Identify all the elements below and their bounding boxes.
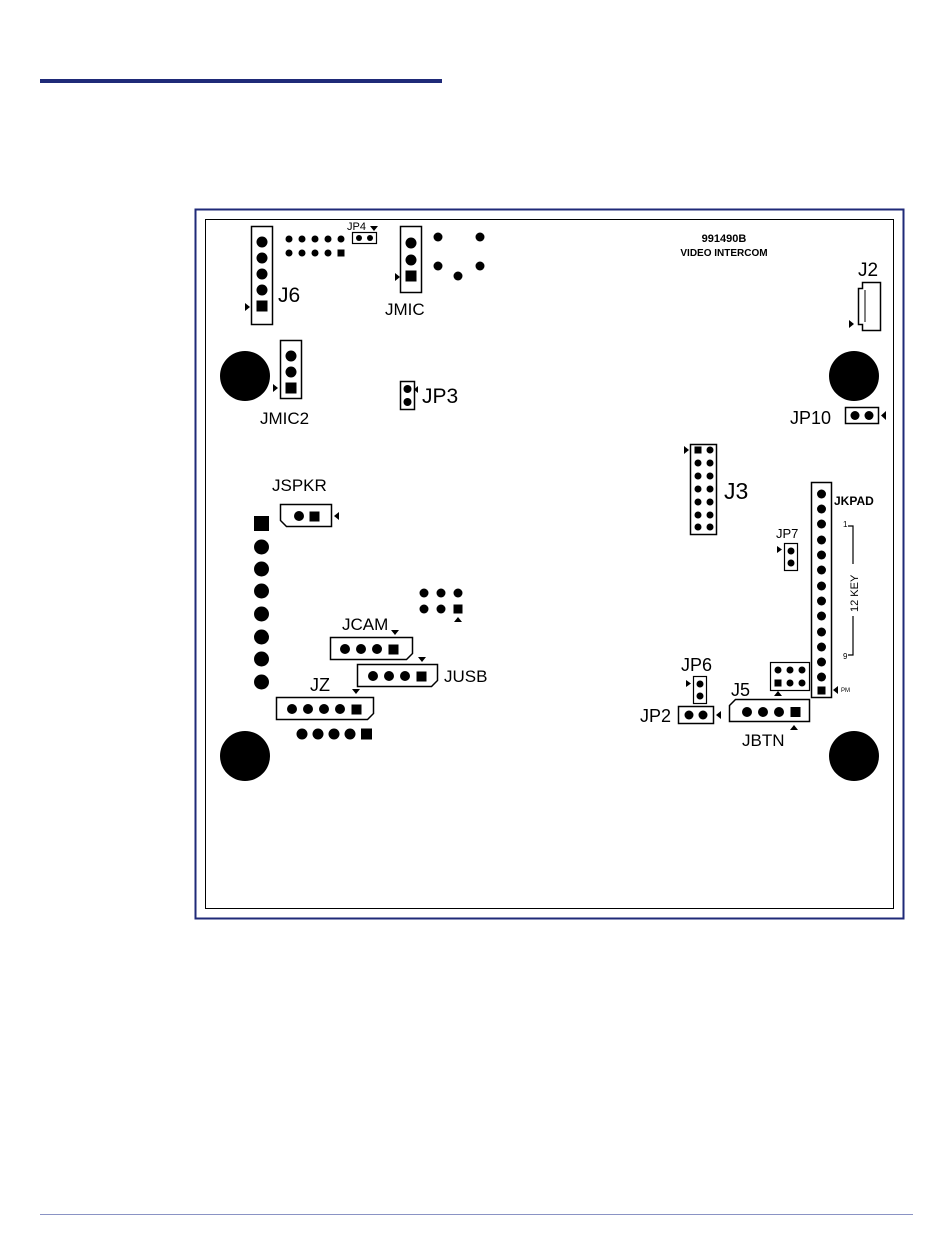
- mounting-hole-bottom-left: [220, 731, 270, 781]
- jumper-jp10: [846, 408, 887, 424]
- label-jp7: JP7: [776, 526, 798, 541]
- label-jbtn: JBTN: [742, 731, 785, 750]
- label-jmic: JMIC: [385, 300, 425, 319]
- label-key-nine: 9: [843, 652, 848, 661]
- product-name-text: VIDEO INTERCOM: [680, 248, 767, 259]
- footer-rule: [40, 1214, 913, 1215]
- jumper-jp2: [679, 707, 722, 724]
- mounting-hole-top-right: [829, 351, 879, 401]
- connector-jusb: [358, 657, 438, 687]
- label-j2: J2: [858, 260, 878, 281]
- part-number-text: 991490B: [702, 233, 747, 245]
- connector-jcam: [331, 630, 413, 660]
- label-jp4: JP4: [347, 221, 366, 233]
- connector-j2: [849, 283, 881, 331]
- pad-column-left: [254, 516, 269, 690]
- connector-jbtn: [730, 700, 810, 731]
- label-jp6: JP6: [681, 655, 712, 675]
- connector-jspkr: [281, 505, 340, 527]
- label-j5: J5: [731, 680, 750, 700]
- label-key-one: 1: [843, 520, 848, 529]
- jumper-jp7: [777, 544, 798, 571]
- label-jmic2: JMIC2: [260, 409, 309, 428]
- connector-j6: [245, 227, 273, 325]
- pads-2x3-center: [420, 589, 463, 623]
- label-jp10: JP10: [790, 408, 831, 428]
- connector-j3: [684, 445, 717, 535]
- pads-cluster-jmic: [434, 233, 485, 281]
- connector-jmic: [395, 227, 422, 293]
- mounting-hole-bottom-right: [829, 731, 879, 781]
- connector-jmic2: [273, 341, 302, 399]
- label-jp3: JP3: [422, 385, 458, 408]
- jumper-jp3: [401, 382, 419, 410]
- pad-row-bottom: [297, 729, 373, 740]
- label-jz: JZ: [310, 675, 330, 695]
- header-2x3-right: [771, 663, 810, 697]
- label-jspkr: JSPKR: [272, 476, 327, 495]
- mounting-hole-top-left: [220, 351, 270, 401]
- label-jp2: JP2: [640, 706, 671, 726]
- label-jkpad: JKPAD: [834, 494, 874, 508]
- label-jusb: JUSB: [444, 667, 487, 686]
- label-twelve-key: 12 KEY: [849, 574, 861, 612]
- label-jcam: JCAM: [342, 615, 388, 634]
- label-pin-mark: PM: [841, 688, 850, 694]
- label-j3: J3: [724, 478, 748, 504]
- header-2x5: [286, 236, 345, 257]
- jumper-jp6: [686, 677, 707, 704]
- label-j6: J6: [278, 284, 300, 307]
- connector-jkpad: [812, 483, 839, 698]
